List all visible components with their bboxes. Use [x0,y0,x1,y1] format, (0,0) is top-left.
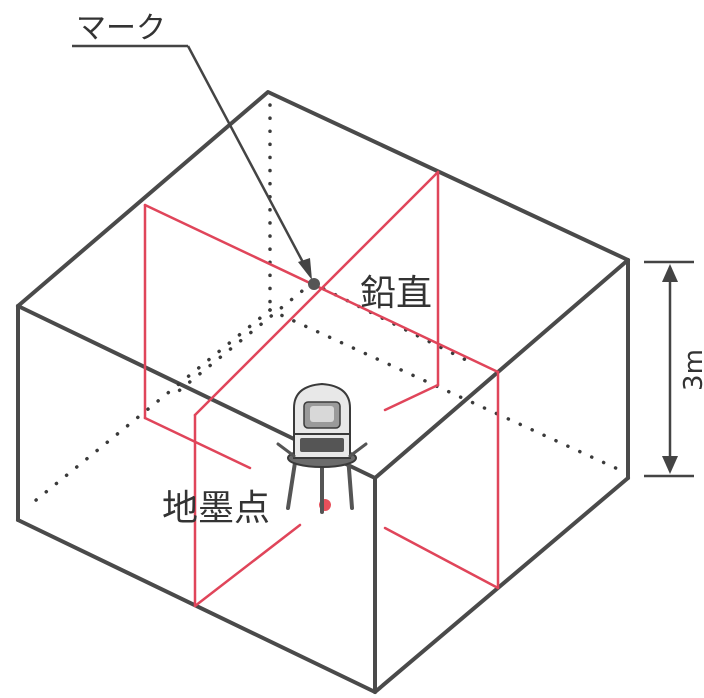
ceiling-front-line [168,281,314,400]
laser-floor-right [383,526,500,590]
hidden-floor-right [268,308,622,472]
dimension-arrow-top [662,264,678,282]
mark-label: マーク [76,11,166,46]
back-top-edge [16,90,630,308]
mark-point [308,278,320,290]
height-label: 3m [679,349,704,391]
laser-level-icon [276,382,368,514]
height-dimension [644,260,694,478]
hidden-floor-left [28,308,272,507]
laser-wall-right-floor [383,383,440,412]
laser-ceiling-back [193,170,440,417]
mark-leader-line [186,45,308,269]
laser-lines [143,170,500,608]
dimension-arrow-bottom [662,456,678,474]
vertical-label: 鉛直 [360,273,432,314]
hidden-edges-dotted [28,103,622,507]
laser-wall-left-floor [143,416,252,470]
ground-point-label: 地墨点 [162,488,270,529]
bottom-right-edge [373,476,630,694]
mark-arrowhead [298,258,312,280]
mark-callout: マーク [72,11,320,290]
laser-floor-left [193,523,302,608]
